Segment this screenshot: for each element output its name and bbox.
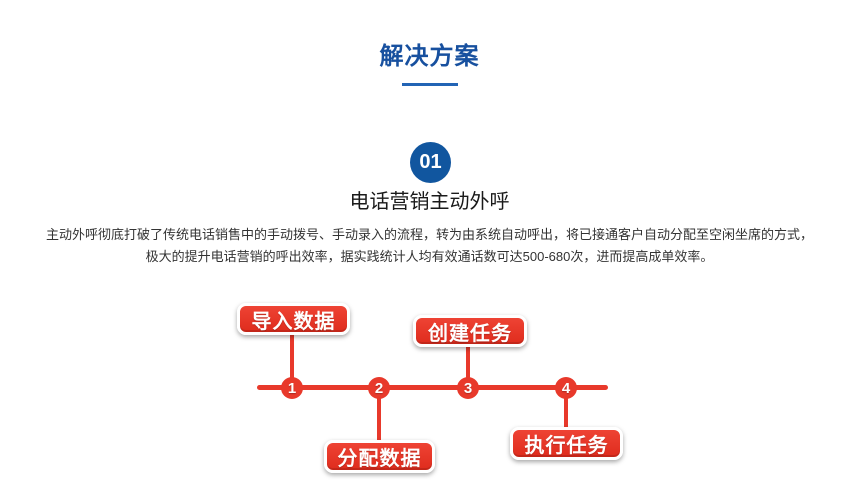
- flow-step-node-3: 3: [457, 377, 479, 399]
- flow-step-label-4: 执行任务: [510, 427, 623, 460]
- flow-step-node-4: 4: [555, 377, 577, 399]
- flow-step-label-2: 分配数据: [324, 440, 435, 473]
- title-underline: [402, 83, 458, 86]
- flow-step-node-2: 2: [368, 377, 390, 399]
- step-number-badge: 01: [410, 142, 451, 183]
- flow-connector-step1: [290, 334, 294, 386]
- section-title: 解决方案: [379, 43, 480, 70]
- solution-description: 主动外呼彻底打破了传统电话销售中的手动拨号、手动录入的流程，转为由系统自动呼出，…: [0, 224, 859, 268]
- flow-connector-step4: [564, 390, 568, 428]
- flow-timeline-line: [257, 385, 608, 390]
- solution-description-line1: 主动外呼彻底打破了传统电话销售中的手动拨号、手动录入的流程，转为由系统自动呼出，…: [45, 227, 813, 242]
- flow-step-node-1: 1: [281, 377, 303, 399]
- solution-description-line2: 极大的提升电话营销的呼出效率，据实践统计人均有效通话数可达500-680次，进而…: [145, 249, 714, 264]
- flow-step-label-3: 创建任务: [413, 315, 527, 347]
- flow-connector-step3: [466, 346, 470, 386]
- flow-connector-step2: [377, 390, 381, 441]
- flow-step-label-1: 导入数据: [237, 303, 350, 335]
- solution-heading: 电话营销主动外呼: [349, 191, 510, 213]
